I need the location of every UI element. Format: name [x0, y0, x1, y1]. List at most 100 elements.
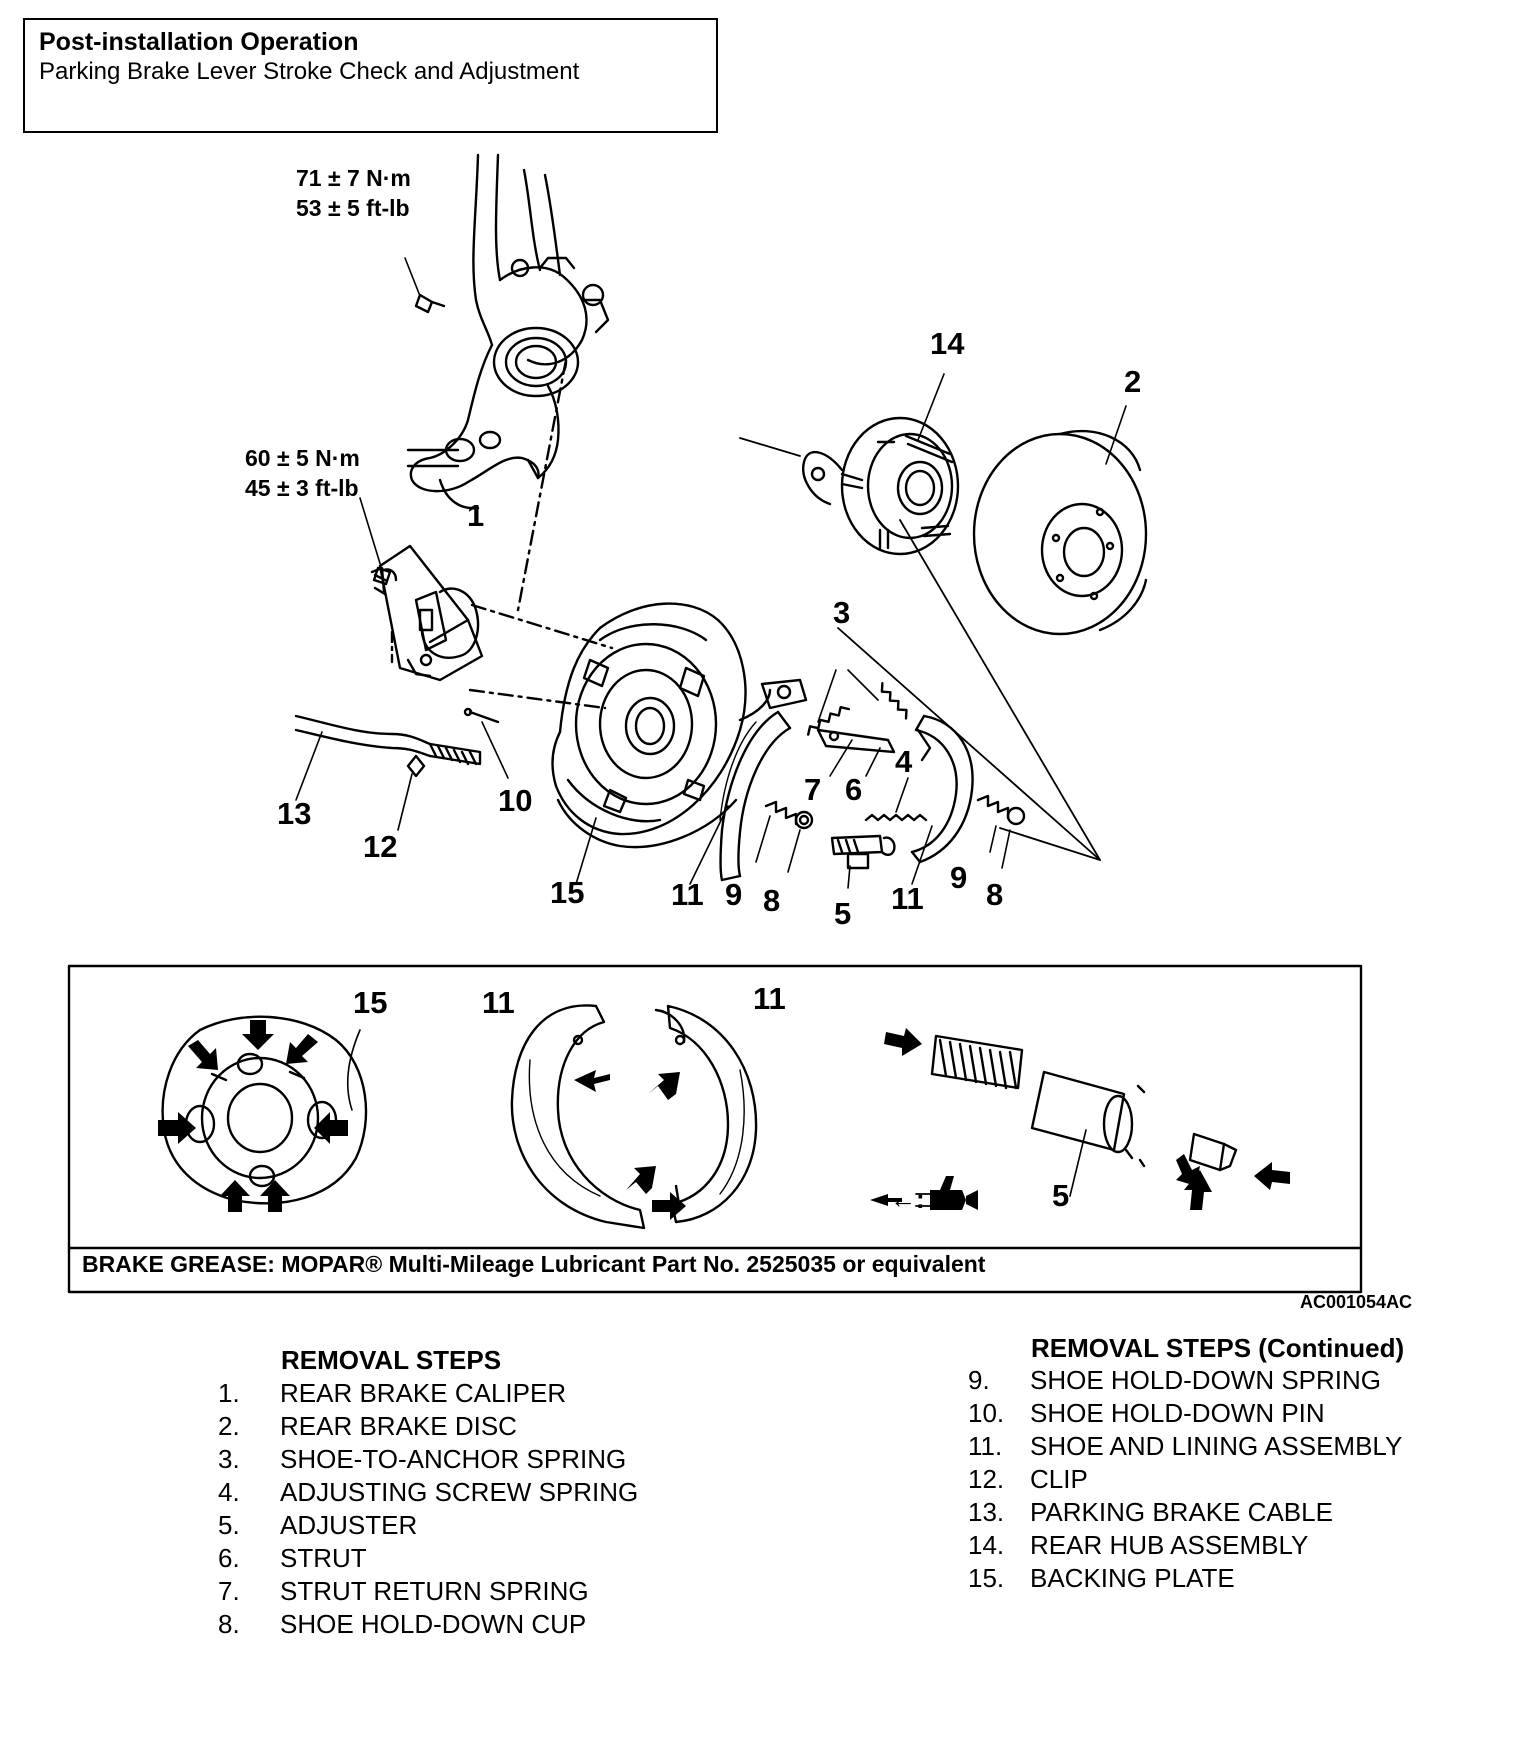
grease-legend-symbol: ←: [890, 1184, 925, 1214]
step-number: 5. [218, 1510, 240, 1540]
rear-hub-drawing [802, 373, 960, 556]
torque-spec-lower: 60 ± 5 N·m 45 ± 3 ft-lb [245, 443, 360, 503]
step-label: SHOE HOLD-DOWN PIN [1030, 1398, 1325, 1428]
brake-grease-note: BRAKE GREASE: MOPAR® Multi-Mileage Lubri… [82, 1251, 986, 1277]
list-item: 4. ADJUSTING SCREW SPRING [218, 1476, 638, 1509]
brake-disc-drawing [972, 405, 1148, 636]
figure-code: AC001054AC [1300, 1292, 1413, 1312]
inset-adjuster-drawing [930, 1034, 1238, 1197]
callout-1: 1 [467, 498, 485, 533]
step-number: 12. [968, 1464, 1005, 1494]
note-title: Post-installation Operation [39, 28, 359, 56]
inset-callout-11-left: 11 [482, 985, 515, 1020]
callout-6: 6 [845, 772, 863, 807]
step-number: 1. [218, 1378, 240, 1408]
step-label: ADJUSTING SCREW SPRING [280, 1477, 639, 1507]
inset-shoes-drawing [510, 1004, 758, 1230]
list-item: 9. SHOE HOLD-DOWN SPRING [968, 1364, 1402, 1397]
parking-brake-cable-drawing [294, 707, 933, 885]
list-item: 8. SHOE HOLD-DOWN CUP [218, 1608, 638, 1641]
removal-steps-right-list: 9. SHOE HOLD-DOWN SPRING 10. SHOE HOLD-DOW… [968, 1364, 1402, 1595]
step-label: REAR HUB ASSEMBLY [1030, 1530, 1309, 1560]
step-label: CLIP [1030, 1464, 1088, 1494]
list-item: 14. REAR HUB ASSEMBLY [968, 1529, 1402, 1562]
callout-9-right: 9 [950, 860, 968, 895]
callout-7: 7 [804, 772, 822, 807]
hold-down-right-drawing [976, 794, 1026, 869]
list-item: 3. SHOE-TO-ANCHOR SPRING [218, 1443, 638, 1476]
torque-imperial: 53 ± 5 ft-lb [296, 195, 410, 221]
callout-4: 4 [895, 744, 913, 779]
step-label: BACKING PLATE [1030, 1563, 1235, 1593]
brake-shoe-left-drawing [719, 678, 808, 882]
inset-callout-11-right: 11 [753, 981, 786, 1016]
step-number: 9. [968, 1365, 990, 1395]
list-item: 12. CLIP [968, 1463, 1402, 1496]
step-number: 7. [218, 1576, 240, 1606]
callout-15: 15 [550, 875, 585, 910]
list-item: 15. BACKING PLATE [968, 1562, 1402, 1595]
step-number: 6. [218, 1543, 240, 1573]
step-number: 13. [968, 1497, 1005, 1527]
note-subtitle: Parking Brake Lever Stroke Check and Adj… [39, 58, 580, 85]
callout-9-left: 9 [725, 877, 743, 912]
callout-14: 14 [930, 326, 965, 361]
step-label: SHOE AND LINING ASSEMBLY [1030, 1431, 1403, 1461]
list-item: 6. STRUT [218, 1542, 638, 1575]
step-number: 2. [218, 1411, 240, 1441]
callout-8-right: 8 [986, 877, 1004, 912]
step-label: SHOE-TO-ANCHOR SPRING [280, 1444, 627, 1474]
torque-metric: 60 ± 5 N·m [245, 445, 360, 471]
removal-steps-continued-heading: REMOVAL STEPS (Continued) [1031, 1333, 1405, 1363]
step-label: STRUT [280, 1543, 367, 1573]
callout-12: 12 [363, 829, 398, 864]
step-number: 3. [218, 1444, 240, 1474]
list-item: 10. SHOE HOLD-DOWN PIN [968, 1397, 1402, 1430]
shoe-to-anchor-spring-drawing [806, 669, 908, 777]
step-label: REAR BRAKE DISC [280, 1411, 517, 1441]
callout-10: 10 [498, 783, 533, 818]
step-number: 14. [968, 1530, 1005, 1560]
callout-13: 13 [277, 796, 312, 831]
list-item: 7. STRUT RETURN SPRING [218, 1575, 638, 1608]
callout-2: 2 [1124, 364, 1142, 399]
step-label: SHOE HOLD-DOWN CUP [280, 1609, 587, 1639]
list-item: 11. SHOE AND LINING ASSEMBLY [968, 1430, 1402, 1463]
step-number: 8. [218, 1609, 240, 1639]
torque-spec-upper: 71 ± 7 N·m 53 ± 5 ft-lb [296, 163, 411, 223]
torque-imperial: 45 ± 3 ft-lb [245, 475, 359, 501]
removal-steps-heading: REMOVAL STEPS [281, 1345, 502, 1375]
grease-arrows [158, 1020, 1290, 1220]
post-installation-note: Post-installation Operation Parking Brak… [23, 18, 718, 133]
step-label: ADJUSTER [280, 1510, 418, 1540]
callout-5: 5 [834, 896, 852, 931]
hold-down-left-drawing [755, 800, 814, 873]
callout-8-left: 8 [763, 883, 781, 918]
step-label: SHOE HOLD-DOWN SPRING [1030, 1365, 1382, 1395]
knuckle-drawing [404, 153, 610, 510]
step-number: 4. [218, 1477, 240, 1507]
legend-tube-outline [915, 1193, 931, 1207]
step-number: 11. [968, 1431, 1003, 1461]
callout-3: 3 [833, 595, 851, 630]
adjuster-drawing [830, 777, 928, 889]
list-item: 13. PARKING BRAKE CABLE [968, 1496, 1402, 1529]
step-label: PARKING BRAKE CABLE [1030, 1497, 1333, 1527]
backing-plate-drawing [551, 602, 772, 849]
inset-callout-15: 15 [353, 985, 388, 1020]
caliper-drawing [359, 358, 614, 710]
step-label: REAR BRAKE CALIPER [280, 1378, 567, 1408]
callout-11-right: 11 [891, 881, 924, 916]
list-item: 5. ADJUSTER [218, 1509, 638, 1542]
step-number: 10. [968, 1398, 1005, 1428]
step-label: STRUT RETURN SPRING [280, 1576, 589, 1606]
list-item: 2. REAR BRAKE DISC [218, 1410, 638, 1443]
inset-box [67, 964, 1363, 1294]
inset-callout-5: 5 [1052, 1178, 1070, 1213]
step-number: 15. [968, 1563, 1005, 1593]
torque-metric: 71 ± 7 N·m [296, 165, 411, 191]
callout-11-left: 11 [671, 877, 704, 912]
list-item: 1. REAR BRAKE CALIPER [218, 1377, 638, 1410]
removal-steps-left-list: 1. REAR BRAKE CALIPER 2. REAR BRAKE DISC 3… [218, 1377, 638, 1641]
